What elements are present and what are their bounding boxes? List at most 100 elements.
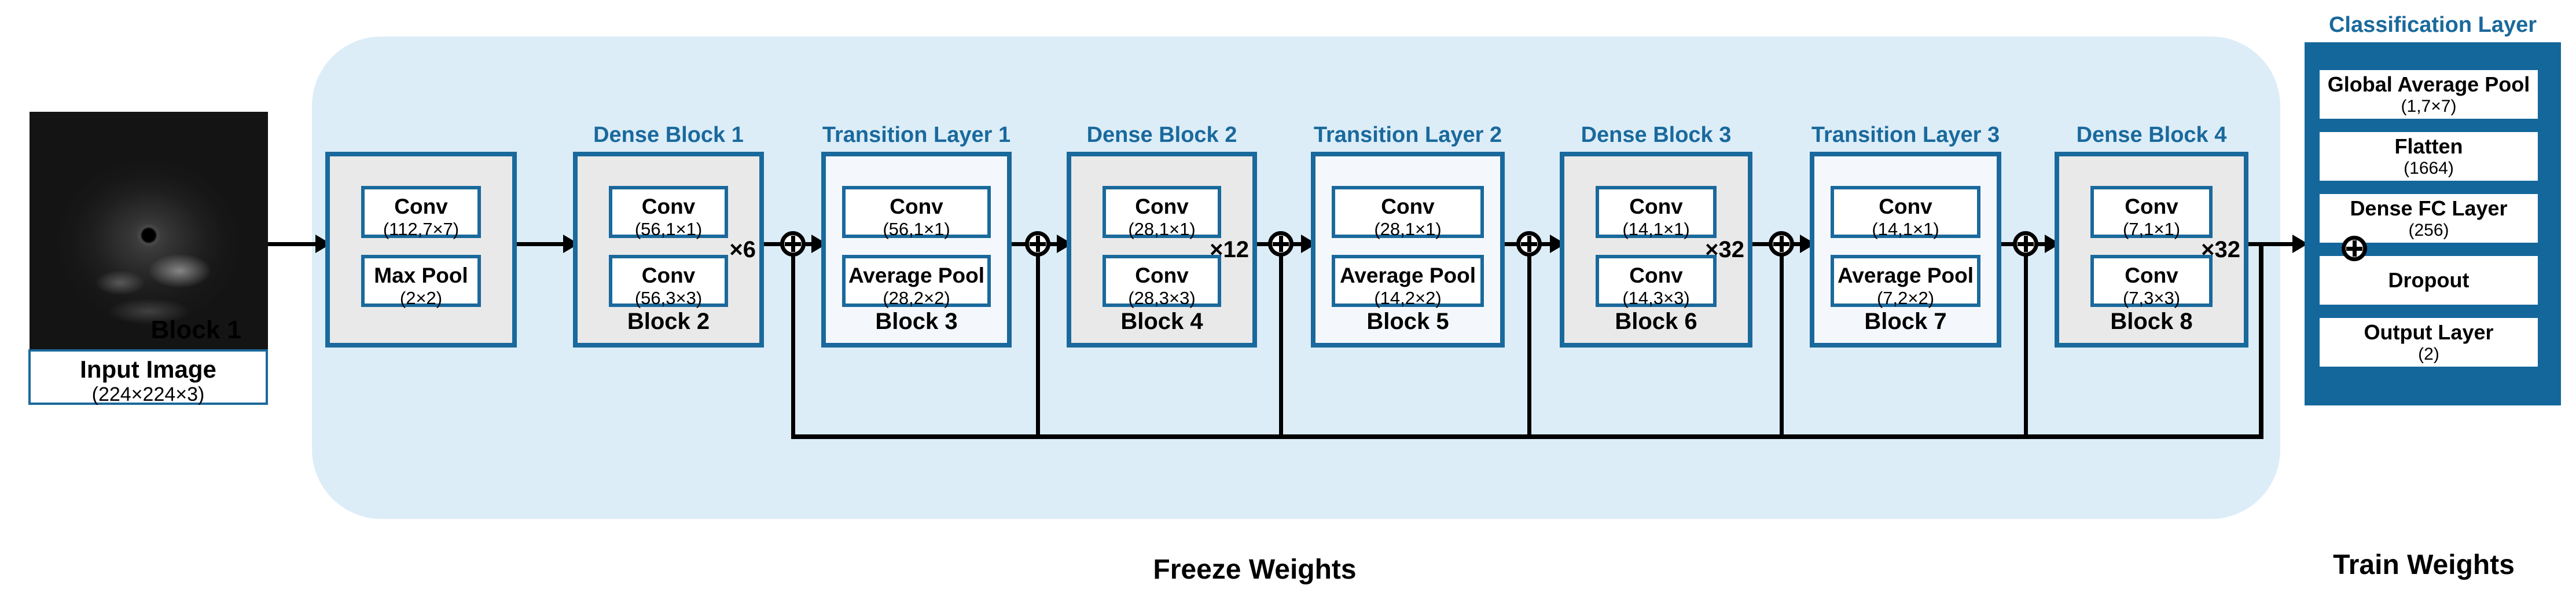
- layer-box-3-0: Conv(28,1×1): [1103, 186, 1221, 239]
- classification-layer-box-1: Flatten(1664): [2320, 132, 2538, 181]
- layer-params: (7,3×3): [2122, 288, 2181, 308]
- circled-plus-icon-3: [1268, 231, 1293, 257]
- classification-layer-name: Flatten: [2394, 134, 2463, 158]
- layer-box-7-0: Conv(7,1×1): [2090, 186, 2213, 239]
- layer-params: (56,1×1): [634, 219, 703, 239]
- dense-block-5: Conv(14,1×1)Conv(14,3×3)Block 6×32: [1560, 152, 1752, 348]
- circled-plus-icon-1: [780, 231, 806, 257]
- transition-block-4: Conv(28,1×1) Average Pool(14,2×2)Block 5: [1311, 152, 1505, 348]
- layer-name: Conv: [1629, 264, 1683, 287]
- classification-layer-box-3: Dropout: [2320, 256, 2538, 305]
- input-label-box: Input Image(224×224×3): [28, 349, 268, 405]
- classification-box: Global Average Pool(1,7×7) Flatten(1664) D…: [2305, 42, 2561, 405]
- layer-params: (28,1×1): [1374, 219, 1442, 239]
- layer-box-1-0: Conv(56,1×1): [609, 186, 728, 239]
- layer-box-5-1: Conv(14,3×3): [1596, 255, 1717, 308]
- block-number-label: Block 2: [627, 309, 710, 334]
- classification-layer-box-0: Global Average Pool(1,7×7): [2320, 70, 2538, 119]
- skip-connection-line-5: [1780, 253, 1784, 439]
- layer-name: Conv: [1879, 195, 1932, 218]
- block-number-label: Block 7: [1864, 309, 1947, 334]
- layer-name: Conv: [1629, 195, 1683, 218]
- block-title-6: Transition Layer 3: [1811, 123, 2000, 147]
- classification-layer-name: Dropout: [2388, 268, 2470, 292]
- circled-plus-icon-6: [2013, 231, 2038, 257]
- repeat-multiplier: ×12: [1210, 237, 1249, 262]
- classification-title: Classification Layer: [2328, 13, 2537, 37]
- layer-box-7-1: Conv(7,3×3): [2090, 255, 2213, 308]
- repeat-multiplier: ×6: [729, 237, 756, 262]
- layer-params: (14,1×1): [1622, 219, 1690, 239]
- circled-plus-icon-classification: [2342, 236, 2367, 261]
- skip-connection-line-6: [2024, 253, 2028, 439]
- layer-box-0-1: Max Pool(2×2): [361, 255, 481, 308]
- circled-plus-icon-2: [1025, 231, 1050, 257]
- skip-connection-line-2: [1036, 253, 1040, 439]
- layer-name: Conv: [394, 195, 448, 218]
- layer-box-2-0: Conv(56,1×1): [842, 186, 991, 239]
- skip-bus-riser: [2259, 242, 2263, 439]
- layer-params: (14,2×2): [1374, 288, 1442, 308]
- circled-plus-icon-4: [1516, 231, 1542, 257]
- layer-name: Average Pool: [1339, 264, 1476, 287]
- classification-layer-box-2: Dense FC Layer(256): [2320, 194, 2538, 243]
- skip-connection-line-3: [1279, 253, 1283, 439]
- block-number-label: Block 6: [1615, 309, 1697, 334]
- dense-block-3: Conv(28,1×1)Conv(28,3×3)Block 4×12: [1067, 152, 1257, 348]
- classification-layer-box-4: Output Layer(2): [2320, 318, 2538, 367]
- layer-params: (2×2): [399, 288, 443, 308]
- flow-arrow-classification-line: [2245, 242, 2301, 246]
- layer-params: (14,1×1): [1872, 219, 1939, 239]
- block-title-2: Transition Layer 1: [822, 123, 1011, 147]
- flow-arrow-1-line: [513, 242, 572, 246]
- transition-block-6: Conv(14,1×1)Average Pool(7,2×2)Block 7: [1810, 152, 2001, 348]
- layer-params: (56,3×3): [634, 288, 703, 308]
- circled-plus-icon-5: [1769, 231, 1794, 257]
- layer-name: Conv: [890, 195, 943, 218]
- layer-box-6-0: Conv(14,1×1): [1831, 186, 1980, 239]
- layer-name: Conv: [1381, 195, 1435, 218]
- layer-name: Conv: [2125, 264, 2178, 287]
- layer-box-4-0: Conv(28,1×1): [1332, 186, 1484, 239]
- dense-block-7: Conv(7,1×1)Conv(7,3×3)Block 8×32: [2055, 152, 2248, 348]
- layer-name: Conv: [1135, 195, 1189, 218]
- classification-layer-params: (1,7×7): [2401, 97, 2457, 116]
- transition-block-2: Conv(56,1×1)Average Pool(28,2×2)Block 3: [821, 152, 1012, 348]
- layer-box-4-1: Average Pool(14,2×2): [1332, 255, 1484, 308]
- layer-box-5-0: Conv(14,1×1): [1596, 186, 1717, 239]
- block-title-7: Dense Block 4: [2076, 123, 2227, 147]
- layer-params: (28,3×3): [1128, 288, 1196, 308]
- layer-params: (28,1×1): [1128, 219, 1196, 239]
- layer-name: Average Pool: [848, 264, 985, 287]
- layer-name: Conv: [641, 264, 696, 287]
- flow-arrow-input-line: [268, 242, 324, 246]
- layer-name: Conv: [2125, 195, 2178, 218]
- layer-name: Max Pool: [374, 264, 468, 287]
- block-number-label: Block 5: [1366, 309, 1449, 334]
- repeat-multiplier: ×32: [1705, 237, 1744, 262]
- input-label-dims: (224×224×3): [91, 383, 205, 405]
- block-title-4: Transition Layer 2: [1313, 123, 1502, 147]
- block-number-label: Block 8: [2110, 309, 2193, 334]
- layer-box-3-1: Conv(28,3×3): [1103, 255, 1221, 308]
- layer-params: (56,1×1): [883, 219, 950, 239]
- layer-params: (28,2×2): [883, 288, 950, 308]
- classification-layer-name: Dense FC Layer: [2350, 196, 2508, 220]
- layer-params: (7,1×1): [2122, 219, 2181, 239]
- layer-name: Conv: [641, 195, 696, 218]
- input-label-title: Input Image: [80, 356, 216, 383]
- classification-layer-name: Global Average Pool: [2327, 72, 2530, 96]
- input-ultrasound-image: Block 1: [30, 112, 268, 349]
- layer-params: (7,2×2): [1876, 288, 1935, 308]
- block-title-5: Dense Block 3: [1581, 123, 1732, 147]
- skip-connection-line-1: [791, 253, 795, 439]
- layer-name: Conv: [1135, 264, 1189, 287]
- layer-params: (14,3×3): [1622, 288, 1690, 308]
- classification-layer-params: (1664): [2404, 159, 2454, 178]
- block-title-3: Dense Block 2: [1086, 123, 1237, 147]
- stem-block: Conv(112,7×7)Max Pool(2×2): [325, 152, 517, 348]
- input-block-tag: Block 1: [150, 316, 241, 344]
- layer-box-2-1: Average Pool(28,2×2): [842, 255, 991, 308]
- repeat-multiplier: ×32: [2201, 237, 2240, 262]
